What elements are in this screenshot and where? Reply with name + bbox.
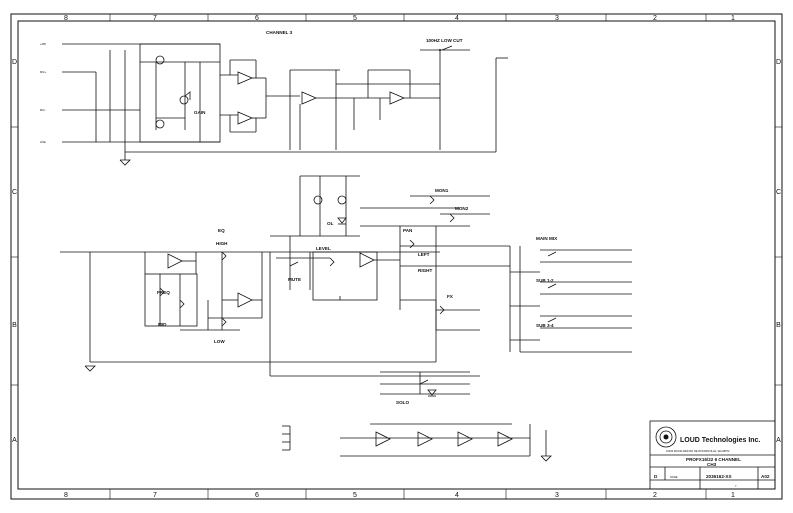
zone-col-7-bottom: 7 <box>153 492 157 499</box>
mid-pot[interactable] <box>179 299 185 309</box>
zone-col-2-bottom: 2 <box>653 492 657 499</box>
zone-labels-bottom: 8 7 6 5 4 3 2 1 <box>64 492 735 499</box>
zone-labels-top: 8 7 6 5 4 3 2 1 <box>64 15 735 22</box>
zone-col-7: 7 <box>153 15 157 22</box>
pan-pot[interactable] <box>409 239 415 249</box>
mon2-pot[interactable] <box>449 213 455 223</box>
zone-labels-left: D C B A <box>12 59 17 444</box>
size-value: D <box>654 474 658 479</box>
zone-row-d-right: D <box>776 59 781 66</box>
zone-col-6: 6 <box>255 15 259 22</box>
zone-row-a: A <box>12 437 17 444</box>
zone-col-4: 4 <box>455 15 459 22</box>
zone-col-2: 2 <box>653 15 657 22</box>
doc-number: 2036162-XX <box>706 474 732 479</box>
fx-pot[interactable] <box>439 305 445 315</box>
mon2-label: MON2 <box>455 206 469 211</box>
zone-row-d: D <box>12 59 17 66</box>
ol-led-icon <box>337 217 347 225</box>
zone-col-8: 8 <box>64 15 68 22</box>
svg-text:+48V: +48V <box>40 42 46 46</box>
pan-label: PAN <box>403 228 413 233</box>
mon1-pot[interactable] <box>429 195 435 205</box>
zone-row-a-right: A <box>776 437 781 444</box>
drawing-frame <box>10 13 783 500</box>
zone-col-4-bottom: 4 <box>455 492 459 499</box>
sheet-number: 7 <box>735 484 737 488</box>
rev-value: A02 <box>761 474 770 479</box>
zone-col-8-bottom: 8 <box>64 492 68 499</box>
input-terminals: +48V MIC+ MIC- LINE <box>40 42 47 144</box>
zone-row-b-right: B <box>776 322 781 329</box>
main-mix-switch[interactable] <box>547 251 557 257</box>
low-cut-label: 100HZ LOW CUT <box>426 38 463 43</box>
mute-label: MUTE <box>288 277 301 282</box>
level-fader[interactable] <box>329 257 335 267</box>
sub12-switch[interactable] <box>547 283 557 289</box>
main-mix-label: MAIN MIX <box>536 236 558 241</box>
mon1-label: MON1 <box>435 188 449 193</box>
solo-section <box>380 371 470 395</box>
solo-label: SOLO <box>396 400 409 405</box>
low-pot[interactable] <box>221 317 227 327</box>
ol-label: OL <box>327 221 334 226</box>
sub34-switch[interactable] <box>547 317 557 323</box>
zone-col-1: 1 <box>731 15 735 22</box>
high-pot[interactable] <box>221 251 227 261</box>
mid-label: MID <box>158 322 167 327</box>
title-line1: PROFX16/22 6 CHANNEL <box>686 457 741 462</box>
zone-row-c: C <box>12 189 17 196</box>
zone-col-6-bottom: 6 <box>255 492 259 499</box>
zone-col-1-bottom: 1 <box>731 492 735 499</box>
freq-pot[interactable] <box>159 287 165 297</box>
svg-text:MIC+: MIC+ <box>40 70 47 74</box>
bus-assign-section <box>400 245 632 353</box>
fx-label: FX <box>447 294 454 299</box>
solo-led-icon <box>427 389 437 397</box>
zone-col-5-bottom: 5 <box>353 492 357 499</box>
gain-label: GAIN <box>194 110 206 115</box>
zone-col-3: 3 <box>555 15 559 22</box>
zone-labels-right: D C B A <box>776 59 781 444</box>
zone-col-5: 5 <box>353 15 357 22</box>
title-line2: CH3 <box>707 462 717 467</box>
company-name: LOUD Technologies Inc. <box>680 437 760 444</box>
svg-text:MIC-: MIC- <box>40 108 46 112</box>
eq-label: EQ <box>218 228 225 233</box>
solo-switch[interactable] <box>419 379 429 385</box>
level-label: LEVEL <box>316 246 331 251</box>
zone-row-c-right: C <box>776 189 781 196</box>
sub34-label: SUB 3-4 <box>536 323 554 328</box>
company-address: 16220 WOOD-RED RD NE WOODINVILLE, WA 980… <box>666 449 730 453</box>
high-label: HIGH <box>216 241 228 246</box>
zone-col-3-bottom: 3 <box>555 492 559 499</box>
right-label: RIGHT <box>418 268 432 273</box>
low-cut-switch[interactable] <box>439 45 453 51</box>
eq-section <box>60 240 480 377</box>
low-label: LOW <box>214 339 225 344</box>
left-label: LEFT <box>418 252 430 257</box>
sub12-label: SUB 1-2 <box>536 278 554 283</box>
svg-text:LINE: LINE <box>40 140 46 144</box>
mute-switch[interactable] <box>289 261 299 267</box>
summing-amp-section <box>282 423 552 462</box>
channel-label: CHANNEL 3 <box>266 30 293 35</box>
title-block <box>649 420 776 490</box>
scale-value: NONE <box>670 475 678 479</box>
level-section <box>270 175 490 331</box>
preamp-section <box>62 43 508 166</box>
zone-row-b: B <box>12 322 17 329</box>
